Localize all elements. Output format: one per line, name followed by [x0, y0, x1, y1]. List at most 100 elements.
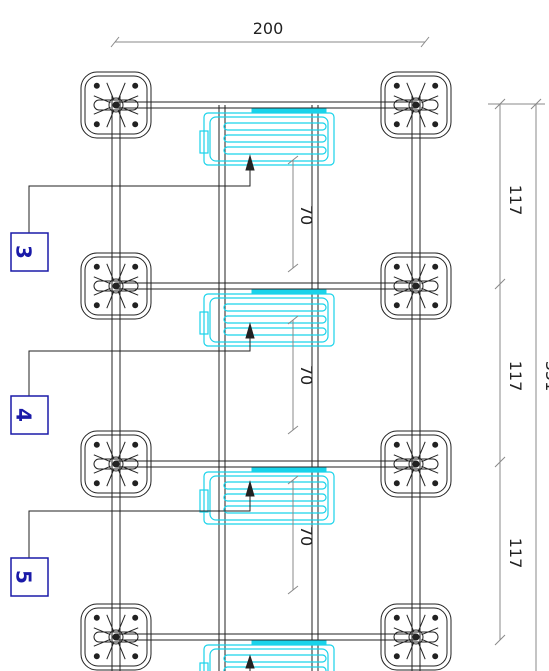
caster-spoke	[117, 441, 126, 459]
caster-plate-inner	[84, 75, 148, 135]
caster-spoke	[417, 291, 426, 309]
caster-spoke	[406, 110, 415, 128]
caster-spoke	[421, 465, 439, 474]
caster-spoke	[417, 82, 426, 100]
caster-spoke	[406, 441, 415, 459]
caster-hub-center	[412, 633, 420, 641]
caster-wheel	[80, 252, 152, 320]
spacing-label-3: 70	[297, 526, 316, 546]
caster-bolt	[93, 480, 100, 487]
module-slot	[223, 134, 327, 143]
caster-plate	[380, 430, 452, 498]
cyan-module	[199, 108, 335, 166]
module-top-bar	[251, 467, 327, 473]
right-segment-label-3: 117	[506, 538, 525, 569]
caster-spoke	[121, 638, 139, 647]
caster-hub-center	[412, 282, 420, 290]
caster-bolt	[132, 82, 139, 89]
caster-hub-center	[112, 460, 120, 468]
caster-hub-center	[112, 633, 120, 641]
caster-hub-center	[412, 460, 420, 468]
module-slot	[223, 303, 327, 312]
caster-spoke	[417, 263, 426, 281]
caster-spoke	[121, 465, 139, 474]
caster-bolt	[393, 263, 400, 270]
caster-spoke	[106, 614, 115, 632]
caster-plate-inner	[384, 434, 448, 494]
callout-4-label: 4	[12, 408, 36, 422]
caster-spoke	[121, 95, 139, 104]
caster-bolt	[132, 441, 139, 448]
caster-plate-inner	[84, 607, 148, 667]
caster-axle	[393, 280, 439, 292]
caster-bolt	[432, 263, 439, 270]
caster-spoke	[393, 454, 411, 463]
caster-spoke	[106, 110, 115, 128]
callout-3-label: 3	[12, 245, 36, 259]
caster-wheels	[80, 71, 452, 671]
callout-4: 4	[10, 395, 49, 435]
caster-spoke	[406, 82, 415, 100]
caster-spoke	[417, 469, 426, 487]
caster-bolt	[132, 121, 139, 128]
module-slot	[223, 505, 327, 514]
callout-leaders	[28, 154, 255, 671]
caster-spoke	[117, 82, 126, 100]
module-slot	[223, 493, 327, 502]
caster-spoke	[421, 276, 439, 285]
caster-axle	[393, 631, 439, 643]
caster-plate	[80, 252, 152, 320]
caster-spoke	[117, 263, 126, 281]
caster-spoke	[406, 642, 415, 660]
caster-bolt	[432, 614, 439, 621]
caster-bolt	[93, 263, 100, 270]
caster-plate-inner	[84, 256, 148, 316]
caster-plate-inner	[84, 434, 148, 494]
caster-plate-inner	[384, 75, 448, 135]
caster-plate-inner	[384, 607, 448, 667]
caster-bolt	[393, 82, 400, 89]
caster-bolt	[432, 302, 439, 309]
caster-spoke	[93, 638, 111, 647]
caster-spoke	[421, 95, 439, 104]
caster-bolt	[432, 653, 439, 660]
caster-spoke	[117, 614, 126, 632]
cross-beams	[116, 101, 416, 641]
caster-bolt	[93, 302, 100, 309]
spacing-label-2: 70	[297, 365, 316, 385]
caster-spoke	[93, 106, 111, 115]
caster-plate	[380, 603, 452, 671]
caster-axle	[93, 458, 139, 470]
caster-spoke	[106, 82, 115, 100]
callout-5: 5	[10, 557, 49, 597]
caster-axle	[93, 99, 139, 111]
caster-spoke	[117, 642, 126, 660]
module-side-tab	[199, 311, 209, 335]
right-dimensions: 117 117 117 351	[488, 98, 549, 671]
caster-bolt	[132, 480, 139, 487]
caster-spoke	[117, 469, 126, 487]
caster-axle	[393, 99, 439, 111]
caster-spoke	[421, 287, 439, 296]
module-slot	[223, 481, 327, 490]
caster-bolt	[432, 441, 439, 448]
caster-spoke	[421, 106, 439, 115]
caster-plate-inner	[384, 256, 448, 316]
caster-plate	[380, 252, 452, 320]
caster-spoke	[121, 106, 139, 115]
caster-spoke	[393, 638, 411, 647]
cyan-module	[199, 289, 335, 347]
caster-spoke	[117, 291, 126, 309]
right-segment-label-1: 117	[506, 185, 525, 216]
caster-hub	[108, 456, 124, 472]
middle-dimensions: 70 70 70	[287, 155, 316, 595]
module-slot	[223, 315, 327, 324]
caster-spoke	[393, 287, 411, 296]
module-side-tab	[199, 130, 209, 154]
cyan-modules	[199, 108, 335, 671]
module-inner	[209, 116, 329, 162]
callout-5-label: 5	[12, 570, 36, 584]
caster-bolt	[93, 614, 100, 621]
caster-bolt	[432, 480, 439, 487]
caster-wheel	[380, 71, 452, 139]
